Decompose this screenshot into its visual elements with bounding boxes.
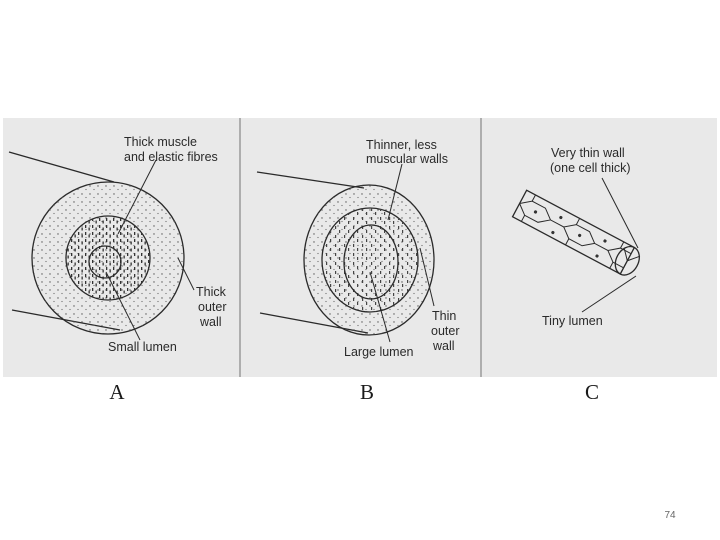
capillary-cell-mesh <box>519 194 632 269</box>
vein-label-outer-line3: wall <box>432 339 455 353</box>
artery-muscle-texture <box>66 216 150 300</box>
vein-diagram: Thinner, less muscular walls Thin outer … <box>256 138 460 359</box>
vein-muscle-texture <box>322 208 418 312</box>
vein-label-lumen: Large lumen <box>344 345 414 359</box>
capillary-nuclei <box>533 210 607 258</box>
capillary-wall-pointer <box>601 177 639 249</box>
artery-wall-pointer <box>177 257 195 291</box>
artery-label-lumen: Small lumen <box>108 340 177 354</box>
vein-label-outer-line2: outer <box>431 324 460 338</box>
artery-label-muscle-line2: and elastic fibres <box>124 150 218 164</box>
artery-label-muscle-line1: Thick muscle <box>124 135 197 149</box>
vein-vessel-edge-top <box>256 171 365 189</box>
vein-wall-pointer-right <box>419 247 435 307</box>
artery-label-wall-line1: Thick <box>196 285 227 299</box>
artery-label-wall-line2: outer <box>198 300 227 314</box>
capillary-diagram: Very thin wall (one cell thick) Tiny lum… <box>511 146 641 328</box>
page-number: 74 <box>664 510 676 521</box>
vein-wall-pointer-top <box>387 163 403 221</box>
vein-lumen-pointer <box>369 271 391 343</box>
vein-label-outer-line1: Thin <box>432 309 456 323</box>
artery-lumen <box>88 245 122 279</box>
capillary-lumen-pointer <box>581 275 637 313</box>
capillary-tube <box>511 189 641 276</box>
capillary-label-lumen: Tiny lumen <box>542 314 603 328</box>
artery-vessel-edge-top <box>8 151 115 183</box>
caption-a: A <box>109 380 125 404</box>
vein-label-walls-line2: muscular walls <box>366 152 448 166</box>
caption-c: C <box>585 380 599 404</box>
caption-b: B <box>360 380 374 404</box>
artery-lumen-pointer <box>105 271 141 341</box>
capillary-label-wall-line1: Very thin wall <box>551 146 625 160</box>
artery-label-wall-line3: wall <box>199 315 222 329</box>
capillary-end-cells <box>619 247 641 275</box>
artery-diagram: Thick muscle and elastic fibres Thick ou… <box>8 135 227 354</box>
capillary-label-wall-line2: (one cell thick) <box>550 161 631 175</box>
vein-lumen <box>343 224 399 300</box>
artery-muscle-pointer <box>117 159 157 235</box>
vein-label-walls-line1: Thinner, less <box>366 138 437 152</box>
